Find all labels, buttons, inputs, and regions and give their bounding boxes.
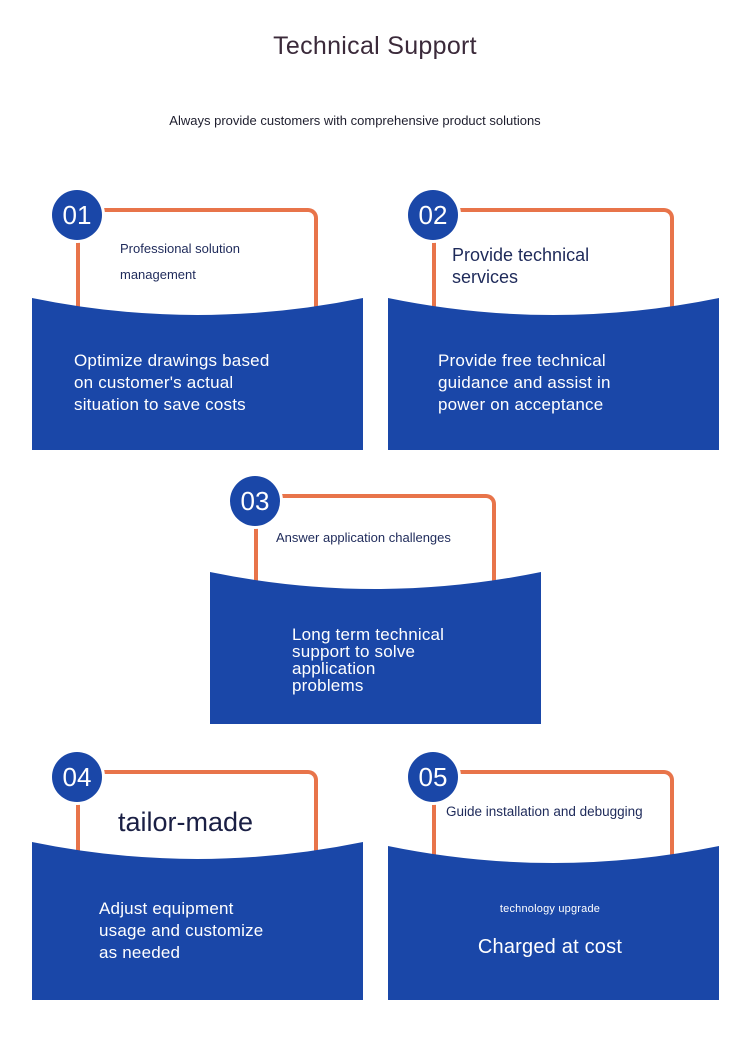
- support-card-05: Guide installation and debugging 05 tech…: [388, 752, 719, 1032]
- envelope-small-note: technology upgrade: [499, 903, 601, 915]
- envelope-description: Charged at cost: [477, 936, 623, 958]
- paper-label: tailor-made: [118, 807, 254, 837]
- envelope-description: Long term technical support to solve app…: [292, 625, 445, 695]
- envelope-description: Adjust equipment usage and customize as …: [99, 899, 264, 962]
- envelope-description: Optimize drawings based on customer's ac…: [74, 351, 270, 414]
- envelope-panel: Optimize drawings based on customer's ac…: [32, 298, 363, 450]
- step-number-badge: 01: [52, 190, 102, 240]
- envelope-panel: Adjust equipment usage and customize as …: [32, 842, 363, 1000]
- support-card-01: Professional solution management 01 Opti…: [32, 190, 363, 470]
- page-subtitle: Always provide customers with comprehens…: [169, 113, 541, 128]
- step-number-badge: 04: [52, 752, 102, 802]
- step-number-badge: 03: [230, 476, 280, 526]
- paper-label: Provide technical services: [452, 245, 590, 287]
- step-number-badge: 02: [408, 190, 458, 240]
- envelope-panel: Long term technical support to solve app…: [210, 572, 541, 724]
- page-title: Technical Support: [273, 32, 477, 60]
- support-card-04: tailor-made 04 Adjust equipment usage an…: [32, 752, 363, 1032]
- support-card-02: Provide technical services 02 Provide fr…: [388, 190, 719, 470]
- paper-label: Guide installation and debugging: [446, 804, 643, 819]
- paper-label: Professional solution management: [120, 241, 240, 282]
- envelope-panel: Provide free technical guidance and assi…: [388, 298, 719, 450]
- step-number-badge: 05: [408, 752, 458, 802]
- envelope-panel: technology upgrade Charged at cost: [388, 846, 719, 1000]
- envelope-description: Provide free technical guidance and assi…: [438, 351, 611, 414]
- paper-label: Answer application challenges: [276, 530, 451, 545]
- support-card-03: Answer application challenges 03 Long te…: [210, 476, 541, 756]
